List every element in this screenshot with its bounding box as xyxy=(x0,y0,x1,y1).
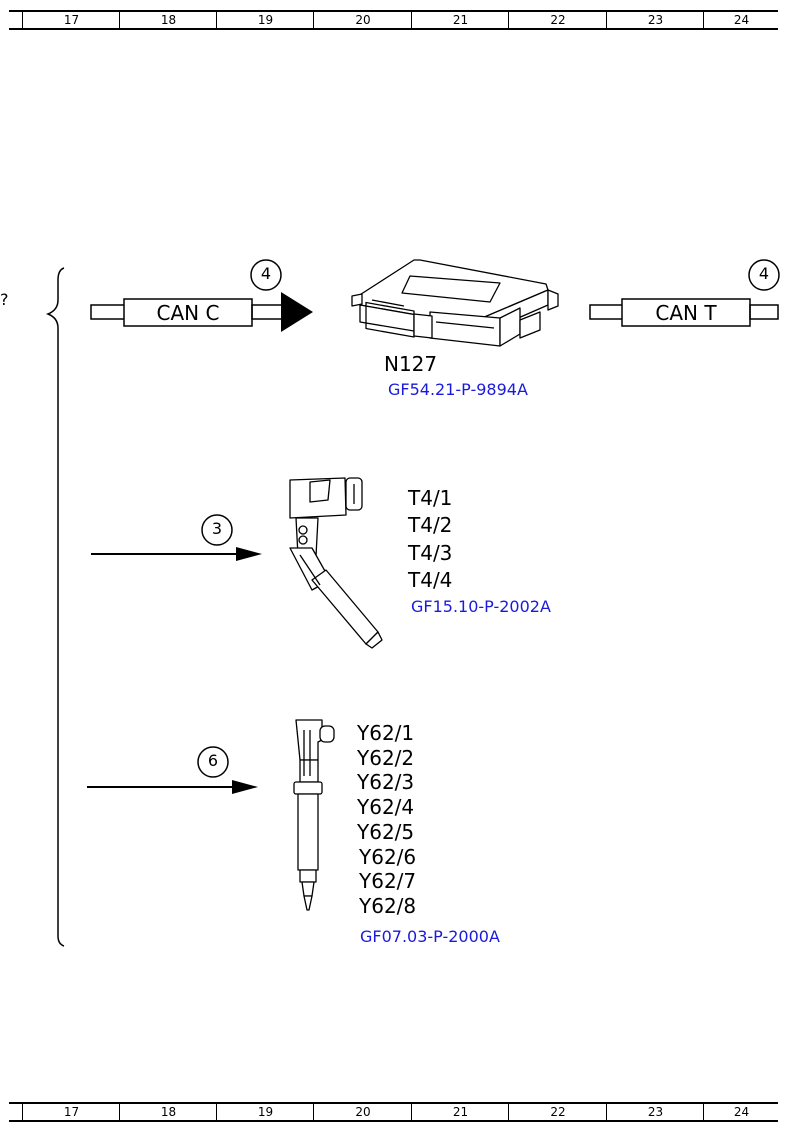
callout-circle-4-right xyxy=(748,259,780,291)
injector-label-3: Y62/3 xyxy=(357,770,415,794)
pump-label-1: T4/1 xyxy=(408,486,453,510)
can-c-arrow-icon xyxy=(281,292,313,332)
grid-cell-19: 19 xyxy=(216,1104,314,1120)
grid-cell-18: 18 xyxy=(119,1104,217,1120)
grid-cell-21: 21 xyxy=(411,1104,509,1120)
pump-label-2: T4/2 xyxy=(408,513,453,537)
pump-label-4: T4/4 xyxy=(408,568,453,592)
injector-icon xyxy=(293,719,335,911)
control-module-icon xyxy=(351,259,559,347)
grid-cell-19: 19 xyxy=(216,12,314,28)
injector-label-4: Y62/4 xyxy=(357,795,415,819)
grid-cell-24: 24 xyxy=(703,1104,779,1120)
injector-label-2: Y62/2 xyxy=(357,746,415,770)
pump-valve-icon xyxy=(289,477,383,649)
injector-ref-link[interactable]: GF07.03-P-2000A xyxy=(360,927,500,946)
injector-label-7: Y62/7 xyxy=(359,869,417,893)
callout-4-left: 4 xyxy=(260,264,272,283)
group-brace xyxy=(45,267,65,947)
grid-cell-20: 20 xyxy=(313,1104,412,1120)
injector-label-5: Y62/5 xyxy=(357,820,415,844)
callout-circle-6 xyxy=(197,746,229,778)
callout-6: 6 xyxy=(207,751,219,770)
module-id-label: N127 xyxy=(384,352,438,376)
grid-cell-18: 18 xyxy=(119,12,217,28)
grid-cell-17: 17 xyxy=(22,1104,120,1120)
injector-label-1: Y62/1 xyxy=(357,721,415,745)
module-ref-link[interactable]: GF54.21-P-9894A xyxy=(388,380,528,399)
can-t-connector xyxy=(589,298,779,327)
callout-circle-4-left xyxy=(250,259,282,291)
pump-ref-link[interactable]: GF15.10-P-2002A xyxy=(411,597,551,616)
edge-mark: ? xyxy=(0,290,9,309)
grid-cell-22: 22 xyxy=(508,1104,607,1120)
grid-cell-24: 24 xyxy=(703,12,779,28)
grid-cell-20: 20 xyxy=(313,12,412,28)
top-grid-ruler: 17 18 19 20 21 22 23 24 xyxy=(9,10,778,30)
grid-cell-22: 22 xyxy=(508,12,607,28)
can-c-connector xyxy=(90,298,285,327)
injector-label-8: Y62/8 xyxy=(359,894,417,918)
callout-3: 3 xyxy=(211,519,223,538)
injector-label-6: Y62/6 xyxy=(359,845,417,869)
bottom-grid-ruler: 17 18 19 20 21 22 23 24 xyxy=(9,1102,778,1122)
can-c-label: CAN C xyxy=(156,301,220,325)
grid-cell-17: 17 xyxy=(22,12,120,28)
pump-label-3: T4/3 xyxy=(408,541,453,565)
grid-cell-23: 23 xyxy=(606,12,704,28)
callout-4-right: 4 xyxy=(758,264,770,283)
pump-arrow-icon xyxy=(236,547,262,561)
can-t-label: CAN T xyxy=(655,301,717,325)
grid-cell-21: 21 xyxy=(411,12,509,28)
injector-arrow-icon xyxy=(232,780,258,794)
callout-circle-3 xyxy=(201,514,233,546)
grid-cell-23: 23 xyxy=(606,1104,704,1120)
